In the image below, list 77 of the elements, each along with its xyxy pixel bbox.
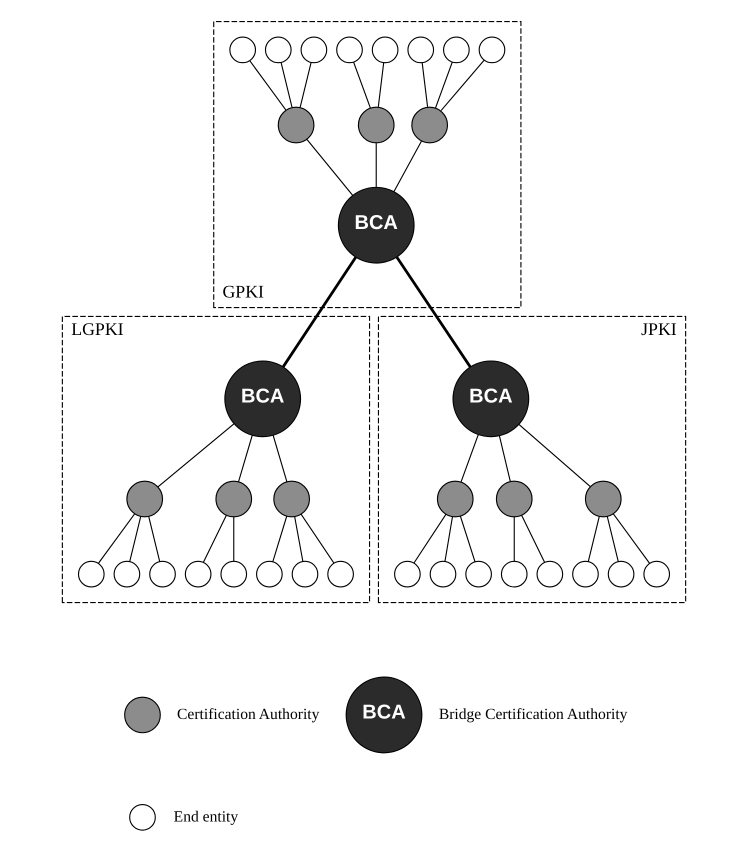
node-label: Bridge Certification Authority bbox=[438, 706, 628, 724]
node-circle bbox=[478, 36, 506, 64]
node-circle bbox=[327, 560, 354, 588]
node-circle bbox=[407, 36, 434, 64]
connector bbox=[158, 424, 234, 488]
connector bbox=[612, 514, 650, 564]
connector bbox=[378, 62, 384, 107]
connector bbox=[300, 62, 312, 108]
node-circle bbox=[264, 36, 292, 64]
node-circle bbox=[430, 560, 456, 588]
node-circle bbox=[465, 560, 492, 588]
connector bbox=[440, 60, 485, 111]
connector bbox=[129, 516, 142, 562]
node-circle: BCA bbox=[452, 360, 530, 438]
connector bbox=[434, 62, 453, 108]
node-circle bbox=[220, 560, 248, 588]
node-circle bbox=[184, 560, 212, 588]
node-circle bbox=[436, 480, 474, 518]
node-circle bbox=[229, 36, 256, 64]
connector bbox=[521, 514, 546, 562]
connector bbox=[588, 516, 600, 562]
connector bbox=[606, 516, 619, 562]
node-circle bbox=[608, 560, 634, 588]
connector bbox=[202, 514, 227, 562]
connector bbox=[282, 256, 357, 368]
connector bbox=[98, 514, 136, 564]
connector bbox=[514, 517, 515, 561]
node-circle bbox=[149, 560, 176, 588]
connector bbox=[393, 140, 422, 192]
node-circle bbox=[443, 36, 470, 64]
connector bbox=[294, 516, 304, 562]
node-circle bbox=[572, 560, 599, 588]
node-circle bbox=[500, 560, 528, 588]
node-circle bbox=[256, 560, 283, 588]
connector bbox=[233, 517, 234, 561]
node-circle bbox=[124, 696, 161, 734]
node-circle bbox=[292, 560, 318, 588]
node-circle bbox=[278, 106, 314, 144]
connector bbox=[300, 514, 334, 564]
node-circle: BCA bbox=[338, 186, 415, 264]
node-circle bbox=[129, 804, 156, 831]
node-label: End entity bbox=[174, 808, 238, 826]
connector bbox=[460, 434, 479, 482]
connector bbox=[280, 62, 293, 108]
connector bbox=[396, 256, 472, 368]
node-circle bbox=[643, 560, 670, 588]
node-circle bbox=[273, 480, 310, 518]
connector bbox=[238, 435, 253, 482]
connector bbox=[306, 139, 354, 196]
connector bbox=[498, 436, 511, 482]
node-circle bbox=[336, 36, 363, 64]
connector bbox=[444, 516, 454, 562]
connector bbox=[272, 516, 288, 562]
node-label: Certification Authority bbox=[177, 706, 320, 724]
node-circle bbox=[126, 480, 164, 518]
connector bbox=[353, 62, 371, 108]
connector bbox=[460, 516, 476, 562]
node-circle bbox=[358, 106, 395, 144]
node-circle: BCA bbox=[224, 360, 302, 438]
node-circle bbox=[78, 560, 105, 588]
node-circle bbox=[114, 560, 140, 588]
connector bbox=[518, 424, 590, 487]
node-circle bbox=[372, 36, 398, 64]
node-circle bbox=[584, 480, 622, 518]
node-circle bbox=[300, 36, 328, 64]
connector bbox=[414, 514, 446, 564]
connector bbox=[272, 435, 288, 482]
connector bbox=[148, 516, 160, 562]
node-circle bbox=[536, 560, 564, 588]
node-circle bbox=[496, 480, 533, 518]
connector bbox=[422, 62, 428, 107]
node-circle bbox=[394, 560, 421, 588]
node-circle: BCA bbox=[346, 676, 422, 754]
node-circle bbox=[215, 480, 252, 518]
node-circle bbox=[411, 106, 448, 144]
connector bbox=[249, 60, 287, 111]
connector bbox=[376, 143, 377, 188]
